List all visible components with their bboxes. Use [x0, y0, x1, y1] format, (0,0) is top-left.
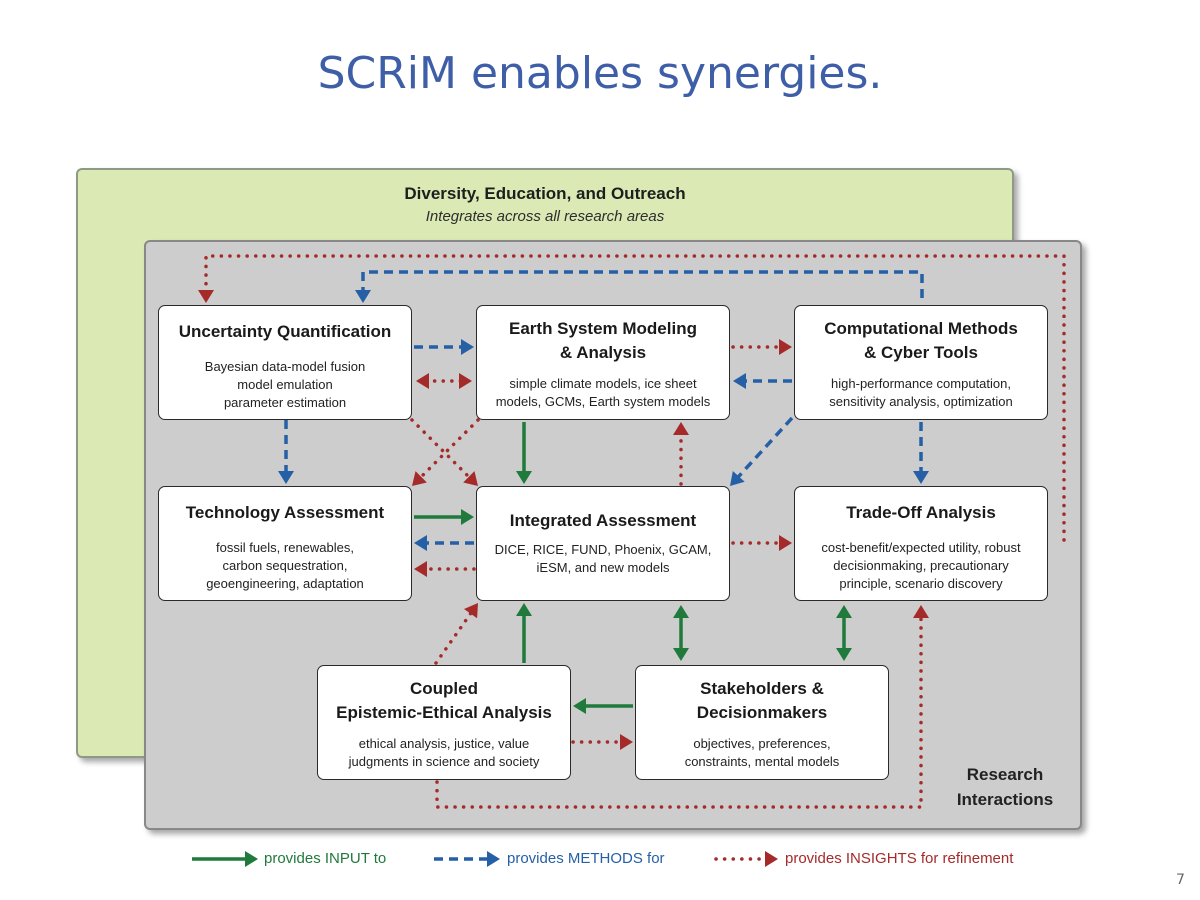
arrow-ceea-insights-ia: [434, 609, 475, 665]
arrow-uq-esm-insights-head: [459, 373, 472, 389]
box-desc: fossil fuels, renewables,carbon sequestr…: [206, 540, 364, 591]
arrow-ia-methods-ta-head: [414, 535, 427, 551]
arrow-uq-insights-ia: [410, 418, 473, 481]
legend-methods-label: provides METHODS for: [507, 850, 665, 867]
arrow-esm-input-ia-head: [516, 471, 532, 484]
arrow-trade-off-insights-uq-head: [198, 290, 214, 303]
outreach-title: Diversity, Education, and Outreach: [404, 184, 686, 203]
arrow-ceea-insights-sd-head: [620, 734, 633, 750]
slide-title: SCRiM enables synergies.: [317, 48, 883, 99]
arrow-cm-methods-ia: [735, 416, 794, 480]
box-desc: high-performance computation,sensitivity…: [829, 376, 1013, 409]
legend-input-label: provides INPUT to: [264, 850, 387, 867]
arrow-cm-methods-toa-head: [913, 471, 929, 484]
legend-insights-label: provides INSIGHTS for refinement: [785, 850, 1014, 867]
box-title: Trade-Off Analysis: [846, 503, 996, 522]
arrow-ia-sd-input-start-head: [673, 605, 689, 618]
arrow-ia-insights-toa-head: [779, 535, 792, 551]
arrow-uq-methods-ta-head: [278, 471, 294, 484]
arrow-esm-insights-ta-head: [412, 471, 427, 486]
arrow-esm-insights-ta: [417, 418, 480, 481]
legend-insights-arrow-head: [765, 851, 778, 867]
outreach-subtitle: Integrates across all research areas: [425, 208, 665, 225]
box-uncertainty-quantification: Uncertainty Quantification Bayesian data…: [158, 305, 412, 420]
arrow-trade-off-insights-uq: [204, 254, 1066, 542]
arrow-ceea-input-ia-head: [516, 603, 532, 616]
arrow-ta-input-ia-head: [461, 509, 474, 525]
arrow-cm-methods-uq-head: [355, 290, 371, 303]
box-earth-system-modeling: Earth System Modeling& Analysis simple c…: [476, 305, 730, 420]
arrow-cm-methods-esm-head: [733, 373, 746, 389]
page-number: 7: [1176, 872, 1185, 888]
arrow-sd-input-ceea-head: [573, 698, 586, 714]
arrow-uq-methods-esm-head: [461, 339, 474, 355]
arrow-toa-sd-input-start-head: [836, 605, 852, 618]
arrow-ceea-insights-toa: [435, 613, 923, 809]
box-title: Stakeholders &Decisionmakers: [696, 679, 828, 722]
box-computational-methods: Computational Methods& Cyber Tools high-…: [794, 305, 1048, 420]
arrow-uq-insights-ia-head: [463, 471, 478, 486]
box-title: Integrated Assessment: [509, 511, 697, 530]
arrow-ia-insights-ta-head: [414, 561, 427, 577]
box-title: Computational Methods& Cyber Tools: [824, 319, 1018, 362]
box-desc: DICE, RICE, FUND, Phoenix, GCAM,iESM, an…: [494, 542, 712, 575]
legend-methods-arrow-head: [487, 851, 500, 867]
box-integrated-assessment: Integrated Assessment DICE, RICE, FUND, …: [476, 486, 730, 601]
box-technology-assessment: Technology Assessment fossil fuels, rene…: [158, 486, 412, 601]
legend-input-arrow-head: [245, 851, 258, 867]
box-title: Earth System Modeling& Analysis: [509, 319, 697, 362]
arrow-toa-sd-input-head: [836, 648, 852, 661]
box-title: Technology Assessment: [185, 503, 385, 522]
arrow-esm-insights-cm-head: [779, 339, 792, 355]
arrow-ia-insights-esm-head: [673, 422, 689, 435]
arrow-cm-methods-ia-head: [730, 471, 745, 486]
box-title: Uncertainty Quantification: [178, 322, 392, 341]
box-trade-off-analysis: Trade-Off Analysis cost-benefit/expected…: [794, 486, 1048, 601]
box-desc: objectives, preferences,constraints, men…: [684, 736, 840, 769]
arrow-ia-sd-input-head: [673, 648, 689, 661]
arrow-ceea-insights-ia-head: [463, 603, 478, 619]
arrow-ceea-insights-toa-head: [913, 605, 929, 618]
arrow-uq-esm-insights-start-head: [416, 373, 429, 389]
box-stakeholders-decisionmakers: Stakeholders &Decisionmakers objectives,…: [635, 665, 889, 780]
arrow-cm-methods-uq: [361, 270, 924, 298]
